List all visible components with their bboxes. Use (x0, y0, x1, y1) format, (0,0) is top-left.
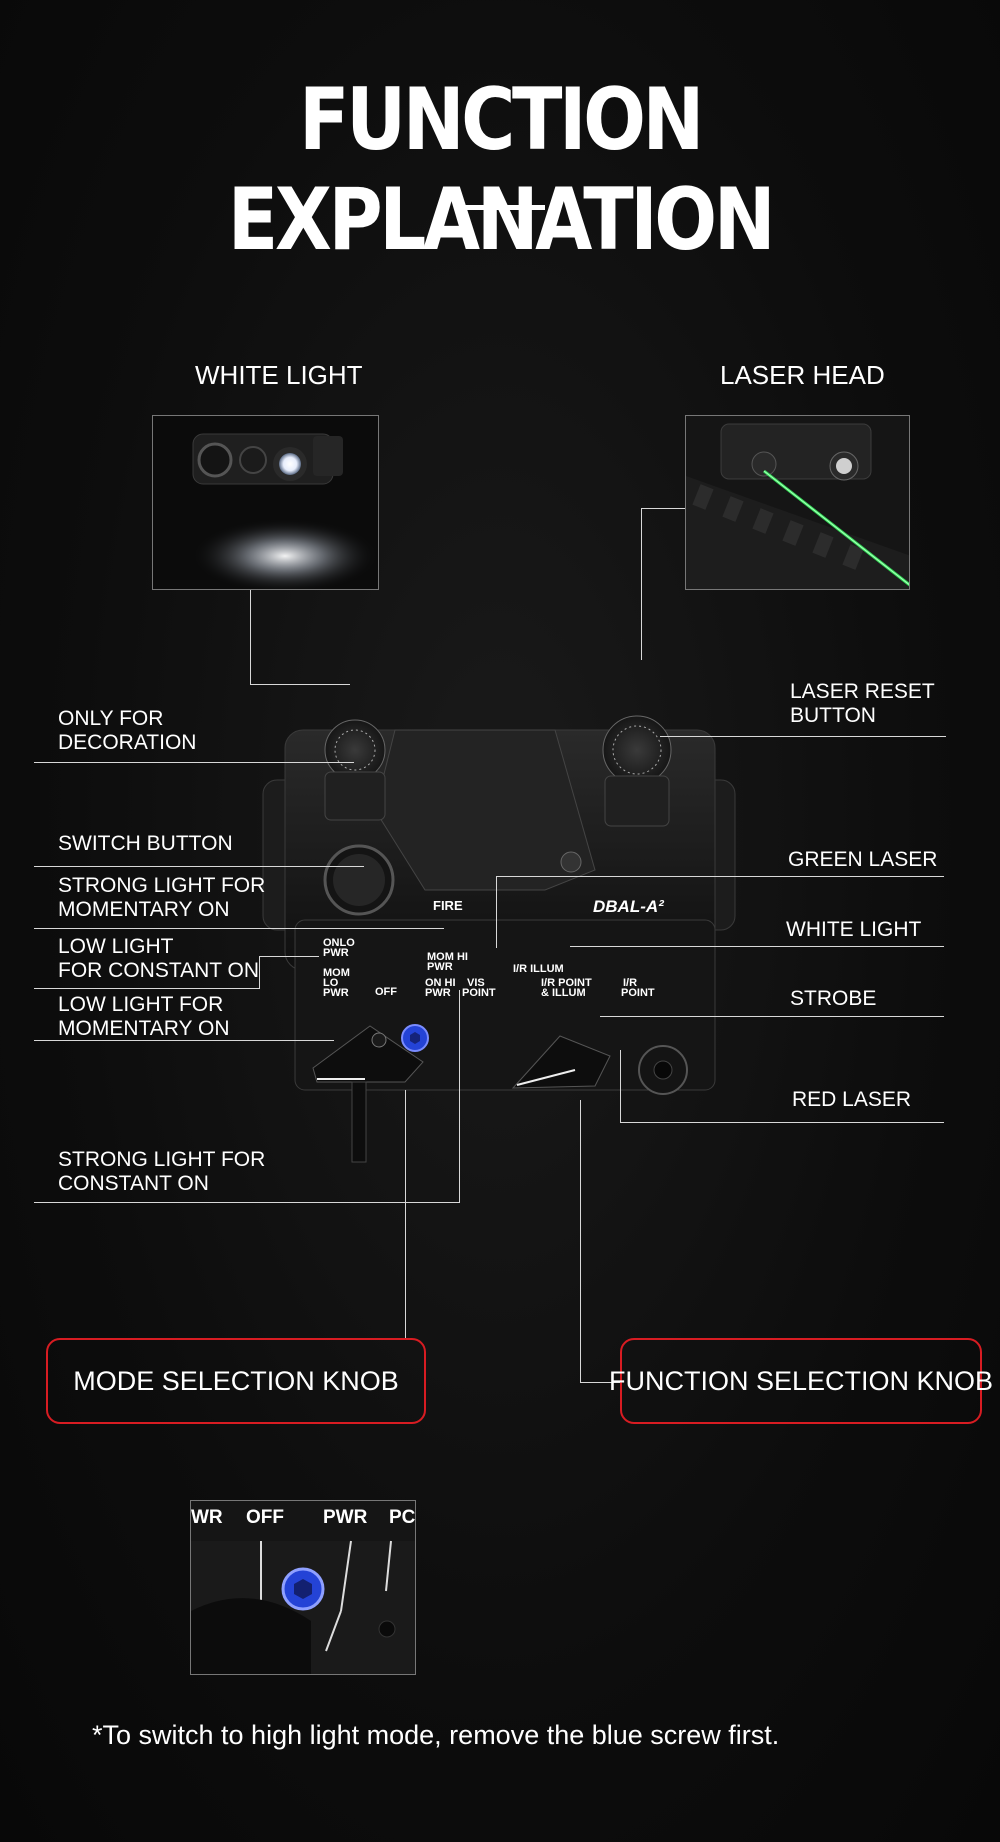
blue-screw-inset: WR OFF PWR PC (190, 1500, 416, 1675)
leader-white-light-photo-h (250, 684, 350, 685)
caption-laser-head: LASER HEAD (720, 360, 885, 390)
leader-red-laser (620, 1122, 944, 1123)
label-laser-reset: LASER RESET BUTTON (790, 680, 935, 727)
function-selection-knob-label: FUNCTION SELECTION KNOB (609, 1338, 993, 1424)
white-light-image (153, 416, 378, 589)
leader-strong-momentary (34, 928, 444, 929)
label-green-laser: GREEN LASER (788, 848, 938, 871)
leader-low-constant-h2 (259, 956, 319, 957)
leader-red-laser-v (620, 1050, 621, 1122)
function-label-and-illum: & ILLUM (541, 987, 586, 999)
leader-laser-reset (660, 736, 946, 737)
laser-head-image (686, 416, 909, 589)
leader-strong-constant-v (459, 990, 460, 1203)
label-strobe: STROBE (790, 987, 877, 1010)
mode-label-onlo: ONLO (323, 937, 355, 949)
function-label-point-2: POINT (621, 987, 655, 999)
device-fire-label: FIRE (433, 898, 463, 913)
mode-label-lo: LO (323, 977, 339, 989)
mode-label-pwr-4: PWR (425, 987, 451, 999)
mode-label-mom: MOM (323, 967, 350, 979)
function-label-point: POINT (462, 987, 496, 999)
leader-function-knob-v (580, 1100, 581, 1382)
mode-selection-knob-label: MODE SELECTION KNOB (46, 1338, 426, 1424)
leader-low-momentary (34, 1040, 334, 1041)
label-low-momentary: LOW LIGHT FOR MOMENTARY ON (58, 993, 230, 1040)
mode-label-mom-hi: MOM HI (427, 951, 468, 963)
label-strong-constant: STRONG LIGHT FOR CONSTANT ON (58, 1148, 266, 1195)
dbal-device: FIRE DBAL-A² ONLO PWR MOM LO PWR OFF MOM… (262, 715, 736, 1163)
label-strong-momentary: STRONG LIGHT FOR MOMENTARY ON (58, 874, 266, 921)
mode-label-pwr-1: PWR (323, 947, 349, 959)
mode-label-on-hi: ON HI (425, 977, 456, 989)
caption-white-light: WHITE LIGHT (195, 360, 363, 390)
inset-label-pc: PC (389, 1507, 416, 1528)
label-white-light-right: WHITE LIGHT (786, 918, 922, 941)
leader-low-constant-v (259, 956, 260, 989)
white-light-photo (152, 415, 379, 590)
page-title: FUNCTION EXPLANATION (227, 70, 776, 270)
leader-white-light-photo (250, 590, 251, 685)
leader-strong-constant (34, 1202, 460, 1203)
leader-mode-knob (405, 1090, 406, 1338)
mode-label-off: OFF (375, 986, 397, 998)
inset-label-wr: WR (191, 1507, 223, 1528)
function-label-vis: VIS (467, 977, 485, 989)
label-switch-button: SWITCH BUTTON (58, 832, 233, 855)
leader-function-knob-h (580, 1382, 620, 1383)
leader-green-laser-v (496, 876, 497, 948)
leader-laser-head-photo-v (641, 508, 642, 660)
function-label-ir-illum: I/R ILLUM (513, 963, 564, 975)
device-model-label: DBAL-A² (593, 897, 665, 916)
function-label-ir-point: I/R POINT (541, 977, 592, 989)
leader-white-light-right (570, 946, 944, 947)
function-label-ir: I/R (623, 977, 637, 989)
leader-laser-head-photo-h (641, 508, 685, 509)
label-low-constant: LOW LIGHT FOR CONSTANT ON (58, 935, 260, 982)
label-red-laser: RED LASER (792, 1088, 912, 1111)
leader-switch-button (34, 866, 364, 867)
label-decoration: ONLY FOR DECORATION (58, 707, 197, 754)
leader-green-laser (496, 876, 944, 877)
leader-strobe (600, 1016, 944, 1017)
mode-label-pwr-3: PWR (427, 961, 453, 973)
inset-label-pwr: PWR (323, 1507, 368, 1528)
laser-head-photo (685, 415, 910, 590)
leader-decoration (34, 762, 354, 763)
leader-low-constant (34, 988, 260, 989)
blue-screw-inset-image: WR OFF PWR PC (191, 1501, 416, 1674)
inset-label-off: OFF (246, 1507, 284, 1528)
title-underline (455, 205, 545, 210)
mode-label-pwr-2: PWR (323, 987, 349, 999)
instruction-note: *To switch to high light mode, remove th… (92, 1720, 780, 1750)
